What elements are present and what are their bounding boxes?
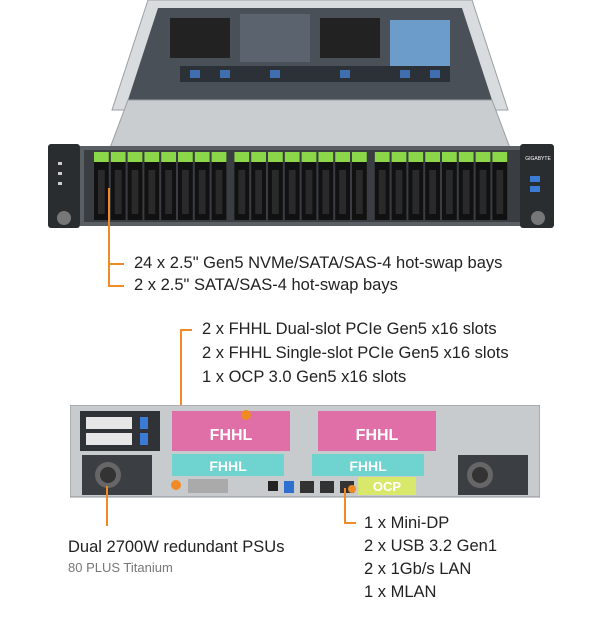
drive-bay-slot bbox=[215, 170, 223, 214]
drive-latch bbox=[492, 152, 508, 162]
callout-rear-bays: 2 x 2.5" SATA/SAS-4 hot-swap bays bbox=[134, 276, 398, 294]
drive-bay-slot bbox=[496, 170, 504, 214]
drive-bay-slot bbox=[255, 170, 262, 214]
drive-latch bbox=[234, 152, 250, 162]
drive-bay-slot bbox=[378, 170, 386, 214]
callout-front-bays: 24 x 2.5" Gen5 NVMe/SATA/SAS-4 hot-swap … bbox=[134, 254, 503, 272]
drive-latch bbox=[301, 152, 317, 162]
drive-bay-slot bbox=[462, 170, 470, 214]
drive-latch bbox=[374, 152, 390, 162]
drive-latch bbox=[94, 152, 109, 162]
brand-logo: GIGABYTE bbox=[525, 156, 551, 162]
fhhl-single-slot-right bbox=[312, 454, 424, 476]
drive-bay-slot bbox=[322, 170, 330, 214]
drive-latch bbox=[408, 152, 424, 162]
drive-latch bbox=[127, 152, 143, 162]
drive-latch bbox=[318, 152, 334, 162]
drive-bay-slot bbox=[395, 170, 403, 214]
drive-bay-slot bbox=[114, 170, 122, 214]
drive-bay-slot bbox=[198, 170, 206, 214]
drive-latch bbox=[352, 152, 367, 162]
drive-latch bbox=[442, 152, 457, 162]
drive-bay-slot bbox=[412, 170, 420, 214]
drive-bay-slot bbox=[131, 170, 139, 214]
drive-bay-slot bbox=[356, 170, 363, 214]
drive-bay-slot bbox=[305, 170, 313, 214]
drive-latch bbox=[475, 152, 491, 162]
callout-mini-dp: 1 x Mini-DP bbox=[364, 514, 450, 532]
callout-pcie-dual: 2 x FHHL Dual-slot PCIe Gen5 x16 slots bbox=[202, 320, 497, 338]
drive-latch bbox=[194, 152, 210, 162]
fhhl-dual-slot-right bbox=[318, 411, 436, 451]
drive-bay-slot bbox=[288, 170, 296, 214]
drive-bay-slot bbox=[272, 170, 279, 214]
drive-bay-slot bbox=[479, 170, 487, 214]
psu-callout-line bbox=[106, 486, 108, 526]
drive-latch bbox=[268, 152, 283, 162]
front-callout-line bbox=[108, 188, 110, 286]
drive-bay-slot bbox=[429, 170, 436, 214]
psu-subtitle: 80 PLUS Titanium bbox=[68, 560, 173, 575]
ocp-label: OCP bbox=[373, 479, 402, 494]
drive-bay-slot bbox=[98, 170, 105, 214]
drive-latch bbox=[110, 152, 126, 162]
callout-usb: 2 x USB 3.2 Gen1 bbox=[364, 537, 497, 555]
server-rear-image: FHHL FHHL FHHL FHHL OCP bbox=[70, 405, 540, 498]
drive-latch bbox=[161, 152, 176, 162]
psu-title: Dual 2700W redundant PSUs bbox=[68, 538, 285, 556]
ocp-slot bbox=[358, 477, 416, 495]
fhhl-single-slot-left bbox=[172, 454, 284, 476]
fhhl-dual-right-label: FHHL bbox=[356, 427, 399, 444]
drive-latch bbox=[251, 152, 266, 162]
drive-latch bbox=[284, 152, 300, 162]
rack-ear-left bbox=[48, 144, 80, 228]
drive-bay-slot bbox=[339, 170, 346, 214]
drive-bay-slot bbox=[182, 170, 189, 214]
fhhl-dual-left-label: FHHL bbox=[210, 427, 253, 444]
drive-latch bbox=[335, 152, 350, 162]
drive-bay-slot bbox=[238, 170, 246, 214]
fhhl-single-right-label: FHHL bbox=[349, 458, 387, 474]
callout-pcie-single: 2 x FHHL Single-slot PCIe Gen5 x16 slots bbox=[202, 344, 509, 362]
drive-latch bbox=[178, 152, 193, 162]
drive-bay-slot bbox=[446, 170, 453, 214]
drive-bay-slot bbox=[148, 170, 156, 214]
drive-bays bbox=[94, 152, 508, 220]
callout-mlan: 1 x MLAN bbox=[364, 583, 437, 601]
drive-latch bbox=[211, 152, 227, 162]
callout-lan: 2 x 1Gb/s LAN bbox=[364, 560, 472, 578]
callout-ocp: 1 x OCP 3.0 Gen5 x16 slots bbox=[202, 368, 407, 386]
drive-latch bbox=[425, 152, 440, 162]
drive-bay-slot bbox=[165, 170, 172, 214]
drive-latch bbox=[458, 152, 474, 162]
pcie-callout-line bbox=[180, 329, 182, 411]
server-front-image: GIGABYTE bbox=[48, 0, 554, 228]
drive-latch bbox=[144, 152, 160, 162]
fhhl-dual-slot-left bbox=[172, 411, 290, 451]
fhhl-single-left-label: FHHL bbox=[209, 458, 247, 474]
io-callout-line bbox=[344, 488, 346, 524]
drive-latch bbox=[391, 152, 407, 162]
